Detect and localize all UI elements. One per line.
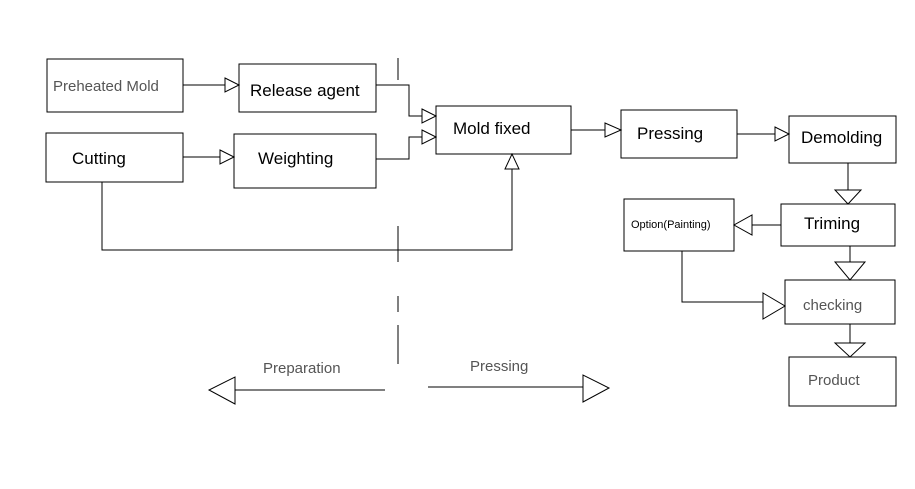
arrow-pressing-to-demolding	[737, 126, 791, 142]
arrow-preheated-to-release	[183, 77, 241, 93]
node-cutting: Cutting	[45, 132, 184, 183]
node-option-painting: Option(Painting)	[623, 198, 735, 252]
node-pressing: Pressing	[620, 109, 738, 159]
node-release-agent: Release agent	[238, 63, 377, 113]
node-option-painting-label: Option(Painting)	[631, 219, 711, 231]
node-release-agent-label: Release agent	[250, 81, 360, 100]
node-weighting-label: Weighting	[258, 149, 333, 168]
node-weighting: Weighting	[233, 133, 377, 189]
arrow-release-to-mold-fixed	[376, 84, 438, 124]
phase-arrow-pressing	[428, 374, 611, 403]
node-product-label: Product	[808, 372, 861, 389]
phase-arrow-preparation	[207, 376, 385, 405]
node-checking: checking	[784, 279, 896, 325]
arrow-option-to-checking	[681, 251, 786, 320]
node-preheated-mold: Preheated Mold	[46, 58, 184, 113]
node-preheated-mold-label: Preheated Mold	[53, 78, 159, 95]
arrow-triming-to-checking	[833, 246, 867, 281]
node-pressing-label: Pressing	[637, 124, 703, 143]
node-demolding-label: Demolding	[801, 128, 882, 147]
arrow-demolding-to-triming	[833, 163, 863, 205]
node-triming-label: Triming	[804, 214, 860, 233]
node-demolding: Demolding	[788, 115, 897, 164]
node-mold-fixed-label: Mold fixed	[453, 119, 530, 138]
node-triming: Triming	[780, 203, 896, 247]
node-checking-label: checking	[803, 297, 862, 314]
arrow-cutting-to-weighting	[183, 149, 236, 165]
phase-label-pressing: Pressing	[470, 358, 528, 375]
arrow-checking-to-product	[833, 324, 867, 358]
phase-label-preparation: Preparation	[263, 360, 341, 377]
node-cutting-label: Cutting	[72, 149, 126, 168]
node-mold-fixed: Mold fixed	[435, 105, 572, 155]
node-product: Product	[788, 356, 897, 407]
arrow-cutting-to-mold-fixed	[101, 152, 520, 251]
arrow-mold-fixed-to-pressing	[571, 122, 623, 138]
arrow-triming-to-option	[732, 214, 781, 236]
arrow-weighting-to-mold-fixed	[376, 129, 438, 160]
